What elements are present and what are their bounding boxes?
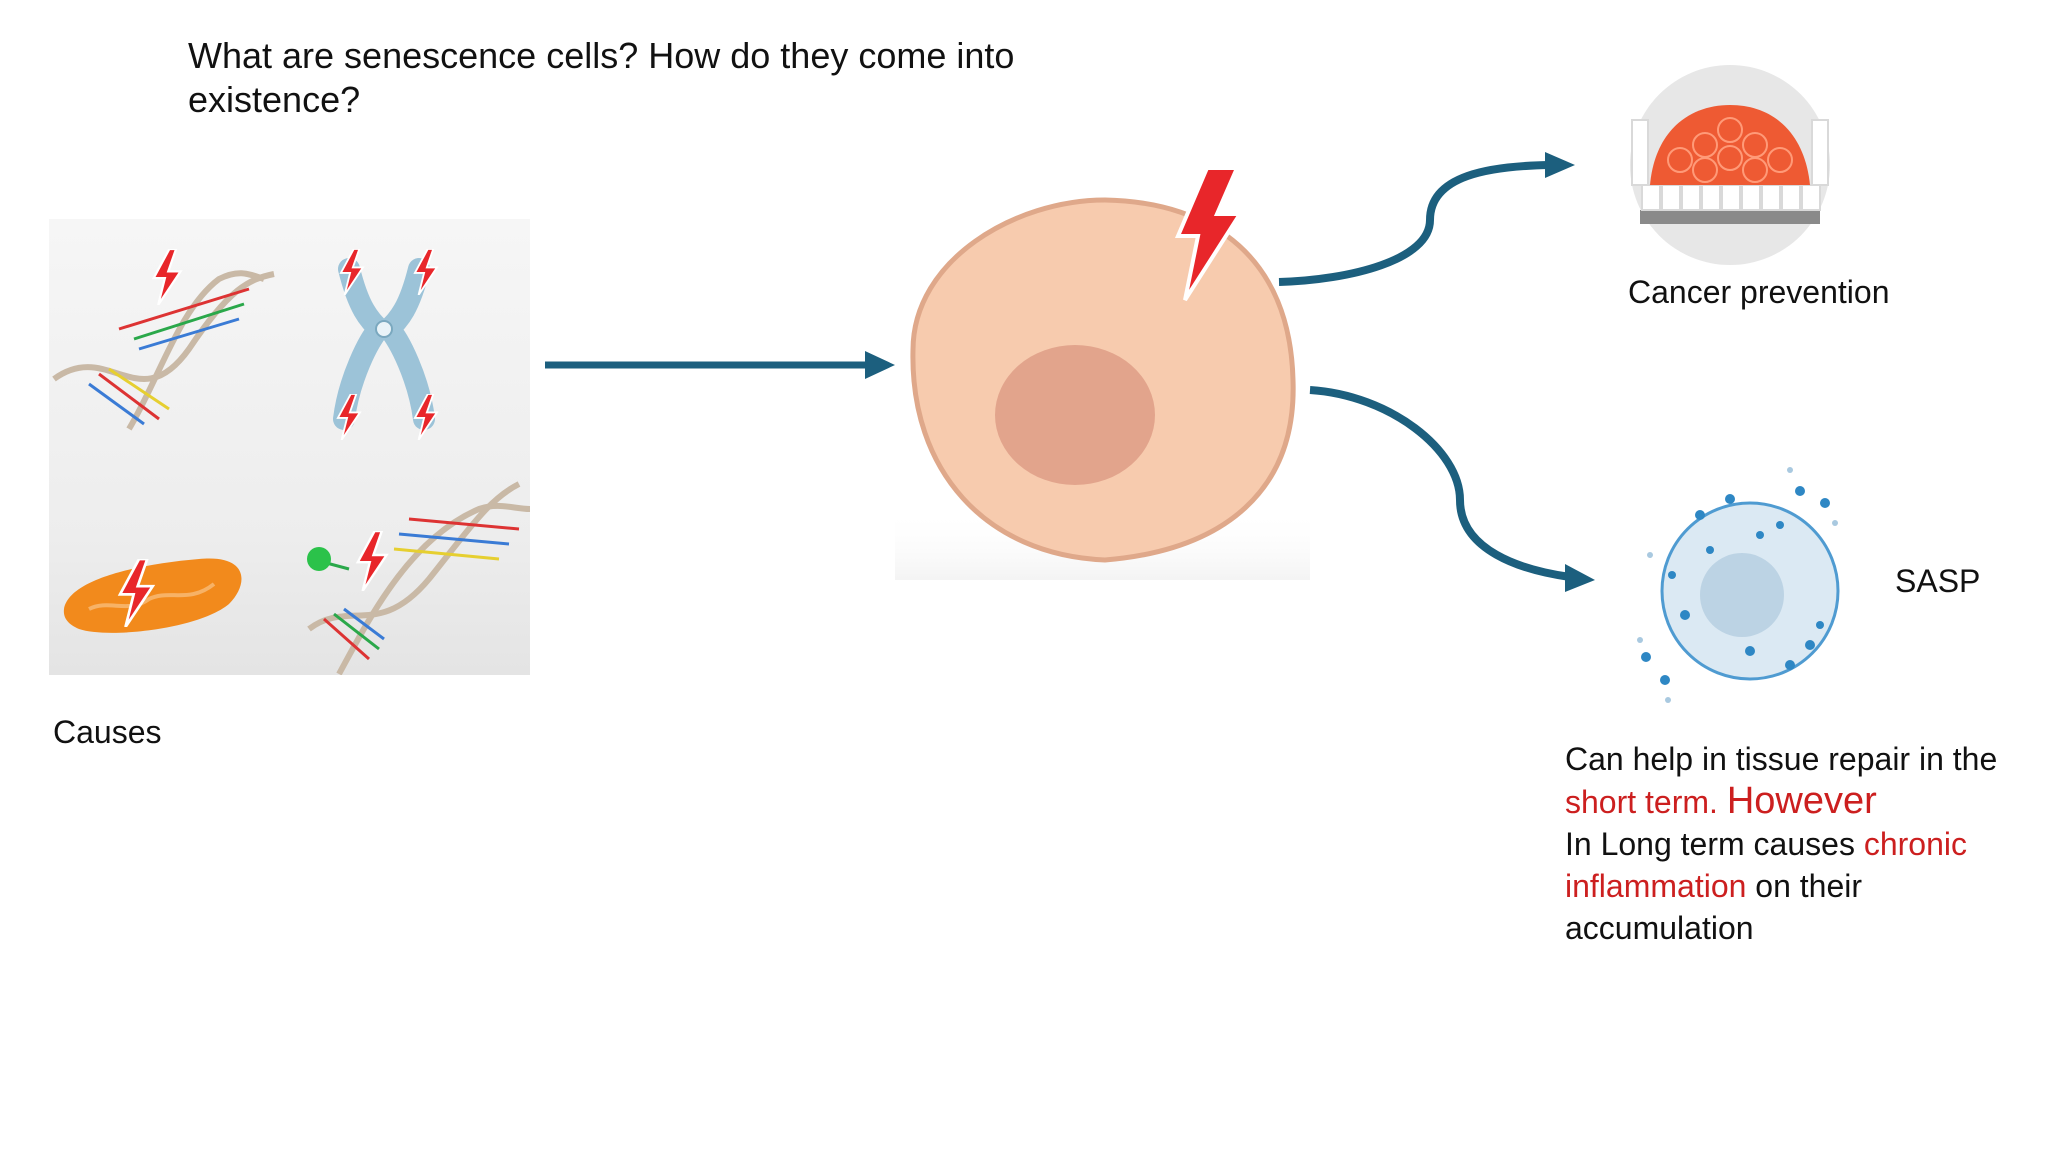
- causes-label: Causes: [53, 714, 162, 750]
- chromosome-damage-icon: [333, 249, 438, 440]
- outcome-arrows: [1278, 152, 1595, 592]
- desc-part2: In Long term causes: [1565, 826, 1864, 862]
- page-title: What are senescence cells? How do they c…: [188, 35, 1015, 120]
- desc-space: [1718, 784, 1727, 820]
- sasp-description: Can help in tissue repair in the short t…: [1565, 738, 2025, 949]
- desc-highlight-chronic-inflammation: chronic inflammation: [1565, 826, 1967, 904]
- causes-to-cell-arrow: [545, 351, 895, 379]
- causes-panel: [49, 219, 530, 675]
- sasp-cell-icon: [1637, 467, 1840, 703]
- desc-highlight-short-term: short term.: [1565, 784, 1718, 820]
- epigenetic-damage-icon: [307, 481, 530, 675]
- desc-part3: on their accumulation: [1565, 868, 1863, 946]
- mitochondria-damage-icon: [63, 558, 242, 633]
- cancer-prevention-label: Cancer prevention: [1628, 274, 1890, 310]
- sasp-label: SASP: [1895, 563, 1981, 599]
- desc-highlight-however: However: [1726, 780, 1877, 822]
- tumor-tissue-icon: [1630, 65, 1830, 265]
- lightning-bolt-icon: [1174, 166, 1244, 302]
- senescent-cell: [895, 166, 1310, 580]
- dna-damage-icon: [52, 249, 275, 431]
- desc-part1: Can help in tissue repair in the: [1565, 741, 1998, 777]
